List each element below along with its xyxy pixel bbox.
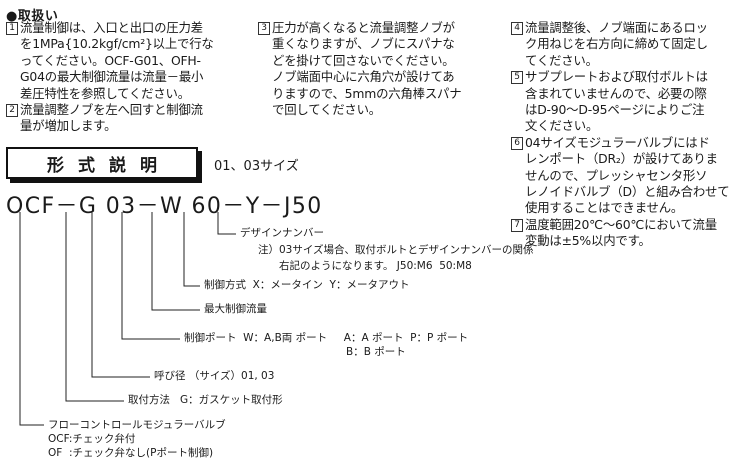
note-number: 6 <box>511 136 523 150</box>
label-control-method: 制御方式 X：メータイン Y：メータアウト <box>204 279 410 291</box>
leader-size <box>91 212 150 378</box>
leader-max-flow <box>151 212 200 311</box>
notes-column-1: 1 流量制御は、入口と出口の圧力差 を1MPa{10.2kgf/cm²}以上で行… <box>6 20 246 135</box>
model-code: OCF－G 03－W 60－Y－J50 <box>6 194 323 219</box>
leader-port <box>121 212 180 340</box>
notes-column-3: 4 流量調整後、ノブ端面にあるロッ ク用ねじを右方向に締めて固定し てください。… <box>511 20 751 250</box>
note-number: 5 <box>511 71 523 85</box>
note-number: 4 <box>511 22 523 35</box>
note-text: 流量制御は、入口と出口の圧力差 を1MPa{10.2kgf/cm²}以上で行な … <box>20 20 214 101</box>
note-number: 1 <box>6 22 18 35</box>
section-heading: ●取扱い <box>6 9 59 24</box>
notes-column-2: 3 圧力が高くなると流量調整ノブが 重くなりますが、ノブにスパナな どを掛けて回… <box>258 20 498 118</box>
label-valve-type: フローコントロールモジュラーバルブ OCF:チェック弁付 OF :チェック弁なし… <box>48 419 226 459</box>
note-item: 6 04サイズモジュラーバルブにはド レンポート（DR₂）が設けてありま せんの… <box>511 135 751 217</box>
section-subtitle: 01、03サイズ <box>214 159 299 174</box>
note-number: 3 <box>258 22 270 35</box>
leader-control <box>183 212 200 287</box>
note-item: 7 温度範囲20℃～60℃において流量 変動は±5%以内です。 <box>511 217 751 250</box>
note-text: サブプレートおよび取付ボルトは 含まれていませんので、必要の際 はD-90～D-… <box>525 69 708 134</box>
note-text: 04サイズモジュラーバルブにはド レンポート（DR₂）が設けてありま せんので、… <box>525 134 730 216</box>
note-item: 2 流量調整ノブを左へ回すと制御流 量が増加します。 <box>6 102 246 135</box>
leader-design <box>217 212 236 235</box>
note-item: 5 サブプレートおよび取付ボルトは 含まれていませんので、必要の際 はD-90～… <box>511 69 751 135</box>
note-text: 温度範囲20℃～60℃において流量 変動は±5%以内です。 <box>525 216 717 249</box>
note-item: 1 流量制御は、入口と出口の圧力差 を1MPa{10.2kgf/cm²}以上で行… <box>6 20 246 102</box>
note-text: 圧力が高くなると流量調整ノブが 重くなりますが、ノブにスパナな どを掛けて回さな… <box>272 20 462 118</box>
label-design-number: デザインナンバー <box>240 227 324 239</box>
leader-mount <box>65 212 124 402</box>
label-design-note: 注）03サイズ場合、取付ボルトとデザインナンバーの関係 右記のようになります。 … <box>258 244 534 272</box>
leader-valve <box>19 212 44 426</box>
label-mounting: 取付方法 G：ガスケット取付形 <box>128 394 283 406</box>
note-item: 3 圧力が高くなると流量調整ノブが 重くなりますが、ノブにスパナな どを掛けて回… <box>258 20 498 118</box>
note-text: 流量調整ノブを左へ回すと制御流 量が増加します。 <box>20 102 203 134</box>
note-item: 4 流量調整後、ノブ端面にあるロッ ク用ねじを右方向に締めて固定し てください。 <box>511 20 751 69</box>
label-control-port-b: B：B ポート <box>346 346 406 358</box>
label-control-port: 制御ポート W：A,B両 ポート A：A ポート P：P ポート <box>184 332 469 344</box>
label-max-flow: 最大制御流量 <box>204 303 267 315</box>
section-title: 形式説明 <box>47 155 171 176</box>
section-title-box: 形式説明 <box>6 147 198 179</box>
note-number: 7 <box>511 218 523 232</box>
label-size: 呼び径 （サイズ）01, 03 <box>154 370 275 382</box>
note-number: 2 <box>6 104 18 118</box>
note-text: 流量調整後、ノブ端面にあるロッ ク用ねじを右方向に締めて固定し てください。 <box>525 20 708 68</box>
